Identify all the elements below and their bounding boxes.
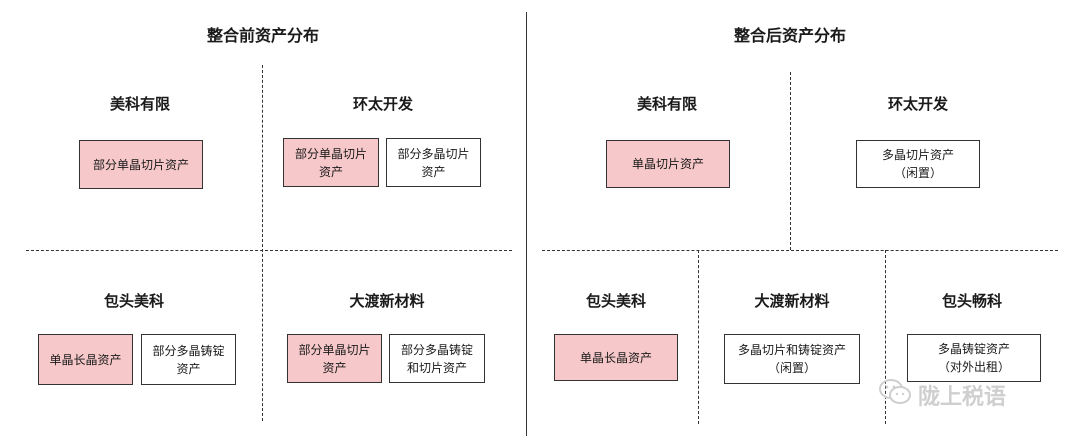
after-baotou-meike-name: 包头美科: [585, 292, 647, 310]
before-huantai-asset-1: 部分单晶切片 资产: [283, 138, 379, 187]
before-baotou-meike-name: 包头美科: [103, 292, 165, 310]
after-bottom-right-divider: [885, 250, 886, 424]
after-baotou-meike-asset: 单晶长晶资产: [554, 334, 678, 381]
watermark-text: 陇上税语: [918, 385, 1007, 410]
watermark: 陇上税语: [878, 378, 1006, 412]
before-huantai-asset-2: 部分多晶切片 资产: [386, 138, 481, 187]
before-dadu-asset-1: 部分单晶切片 资产: [287, 334, 382, 383]
after-dadu-asset: 多晶切片和铸锭资产 （闲置）: [724, 334, 860, 384]
after-bottom-left-divider: [698, 250, 699, 424]
before-meike-name: 美科有限: [109, 95, 171, 113]
after-meike-name: 美科有限: [636, 95, 698, 113]
before-horizontal-divider: [26, 250, 512, 251]
after-dadu-name: 大渡新材料: [754, 292, 830, 310]
before-title: 整合前资产分布: [206, 26, 320, 45]
before-baotou-meike-asset-1: 单晶长晶资产: [38, 334, 133, 385]
center-separator: [526, 12, 527, 436]
before-baotou-meike-asset-2: 部分多晶铸锭 资产: [141, 334, 236, 385]
before-vertical-divider: [262, 65, 263, 421]
before-dadu-name: 大渡新材料: [349, 292, 425, 310]
before-dadu-asset-2: 部分多晶铸锭 和切片资产: [389, 334, 485, 383]
after-baotou-changke-asset: 多晶铸锭资产 （对外出租）: [907, 334, 1041, 382]
after-horizontal-divider: [542, 250, 1058, 251]
after-top-vertical-divider: [790, 72, 791, 250]
before-huantai-name: 环太开发: [352, 95, 414, 113]
after-baotou-changke-name: 包头畅科: [941, 292, 1003, 310]
after-title: 整合后资产分布: [733, 26, 847, 45]
before-meike-asset: 部分单晶切片资产: [79, 140, 203, 189]
wechat-icon: [878, 378, 912, 412]
after-meike-asset: 单晶切片资产: [606, 140, 730, 188]
after-huantai-asset: 多晶切片资产 （闲置）: [856, 140, 980, 188]
after-huantai-name: 环太开发: [887, 95, 949, 113]
